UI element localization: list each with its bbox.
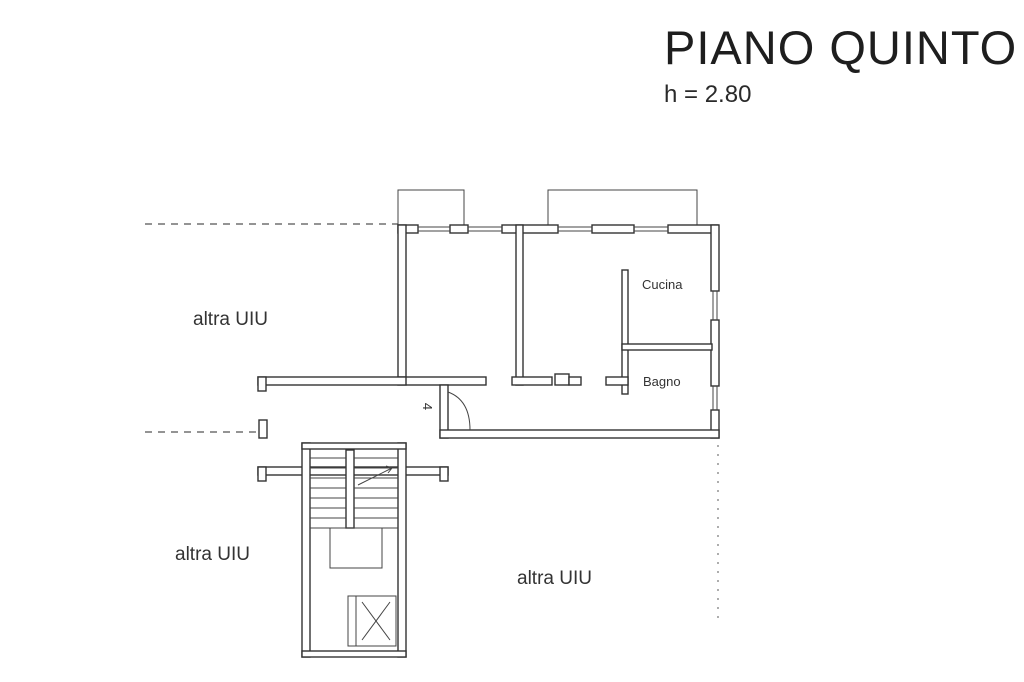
wall-north-2 [449,224,469,234]
wall-kitchen-bath [621,343,713,351]
wall-south-living-end [568,376,582,386]
wall-east-1 [710,224,720,292]
window-east-2 [712,386,718,410]
window-north-2 [468,226,502,232]
window-north-3 [558,226,592,232]
wall-south-bath [605,376,629,386]
window-east-1 [712,291,718,320]
wall-south-living-right [554,373,570,386]
neighbor-label-southwest: altra UIU [175,544,250,565]
wall-stair-landing-right [439,466,449,482]
stair-marker-label: 4 [420,402,436,411]
wall-corridor-north [257,376,407,386]
stair-steps [310,457,398,529]
neighbor-label-west: altra UIU [193,309,268,330]
balcony-left [397,189,465,226]
wall-stair-south [301,650,407,658]
balcony-right [547,189,698,226]
neighbor-label-south: altra UIU [517,568,592,589]
stair-direction-arrow [357,465,393,486]
wall-partition-bedroom [515,224,524,386]
wall-corridor-north-end [257,376,267,392]
floor-title: PIANO QUINTO [664,21,1018,74]
room-label-kitchen: Cucina [642,277,683,292]
wall-south-west-room [397,376,487,386]
elevator-door [347,595,357,647]
wall-south-living-left [511,376,553,386]
entry-door-swing [447,391,471,431]
wall-stair-landing-left [257,466,267,482]
wall-stair-west [301,442,311,658]
wall-partition-kitchen [621,269,629,395]
window-north-4 [634,226,668,232]
wall-stair-north [301,442,407,450]
wall-corridor-south [439,429,720,439]
window-north-1 [418,226,450,232]
wall-east-2 [710,319,720,387]
wall-stair-east [397,442,407,658]
wall-north-4 [591,224,635,234]
wall-north-3 [501,224,559,234]
elevator-cross [361,601,391,641]
wall-corridor-column [258,419,268,439]
stair-core [345,449,355,529]
stair-landing-outline [329,527,383,569]
ceiling-height-label: h = 2.80 [664,81,752,108]
wall-west [397,224,407,384]
room-label-bathroom: Bagno [643,374,681,389]
